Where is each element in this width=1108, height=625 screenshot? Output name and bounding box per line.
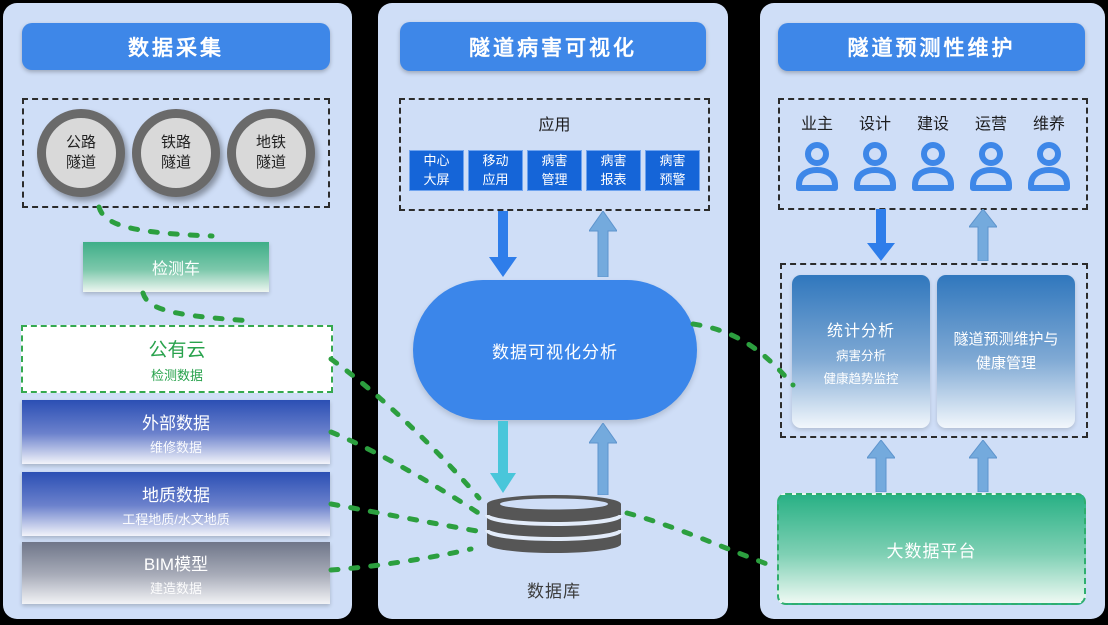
app-box-disease-management: 病害 管理 bbox=[527, 150, 582, 191]
app-label-line: 大屏 bbox=[423, 171, 450, 187]
big-data-platform-box: 大数据平台 bbox=[777, 493, 1086, 605]
arrow-up-analysis-to-apps-icon bbox=[589, 211, 617, 277]
inspection-vehicle-box: 检测车 bbox=[83, 242, 269, 292]
tunnel-label-line: 铁路 bbox=[160, 133, 191, 151]
role-label: 设计 bbox=[858, 116, 891, 133]
tunnel-sources-group: 公路 隧道 铁路 隧道 地铁 隧道 bbox=[22, 98, 330, 208]
person-icon bbox=[912, 142, 954, 191]
arrow-up-analysis-to-stakeholders-icon bbox=[969, 209, 997, 261]
tunnel-label-line: 公路 bbox=[65, 133, 96, 151]
tunnel-circles-row: 公路 隧道 铁路 隧道 地铁 隧道 bbox=[24, 100, 328, 206]
application-group: 应用 中心 大屏 移动 应用 病害 管理 病害 报表 bbox=[399, 98, 710, 211]
public-cloud-subtitle: 检测数据 bbox=[150, 367, 203, 383]
panel-predictive-maintenance: 隧道预测性维护 业主 设计 建设 bbox=[760, 3, 1105, 619]
public-cloud-box: 公有云 检测数据 bbox=[21, 325, 333, 393]
app-label-line: 应用 bbox=[482, 171, 509, 187]
app-box-center-screen: 中心 大屏 bbox=[409, 150, 464, 191]
panel-title-disease-visualization: 隧道病害可视化 bbox=[400, 22, 706, 71]
data-visualization-analysis-pill: 数据可视化分析 bbox=[413, 280, 697, 420]
app-box-mobile-app: 移动 应用 bbox=[468, 150, 523, 191]
box-title: BIM模型 bbox=[143, 554, 209, 574]
box-title: 地质数据 bbox=[142, 485, 210, 505]
arrow-up-platform-to-analysis-icon bbox=[867, 440, 895, 492]
arrow-down-apps-to-analysis-icon bbox=[489, 211, 517, 277]
app-label-line: 中心 bbox=[423, 153, 450, 169]
stat-line: 健康趋势监控 bbox=[823, 371, 899, 386]
stakeholder-maintenance: 维养 bbox=[1026, 110, 1072, 208]
role-label: 业主 bbox=[800, 116, 833, 133]
box-subtitle: 工程地质/水文地质 bbox=[122, 511, 230, 527]
tunnel-circle-metro: 地铁 隧道 bbox=[227, 109, 315, 197]
stakeholder-row: 业主 设计 建设 bbox=[780, 100, 1086, 208]
person-icon bbox=[1028, 142, 1070, 191]
box-subtitle: 维修数据 bbox=[149, 439, 202, 455]
stakeholder-operation: 运营 bbox=[968, 110, 1014, 208]
app-label-line: 病害 bbox=[600, 153, 627, 169]
tunnel-circle-road: 公路 隧道 bbox=[37, 109, 125, 197]
role-label: 建设 bbox=[916, 116, 949, 133]
app-label-line: 病害 bbox=[659, 153, 686, 169]
app-label-line: 病害 bbox=[541, 153, 568, 169]
arrow-up-database-to-analysis-icon bbox=[589, 423, 617, 495]
stakeholder-owner: 业主 bbox=[794, 110, 840, 208]
stat-line: 病害分析 bbox=[835, 348, 886, 363]
stat-title: 统计分析 bbox=[826, 322, 895, 340]
prediction-health-label: 隧道预测维护与健康管理 bbox=[953, 330, 1059, 372]
app-label-line: 移动 bbox=[482, 153, 509, 169]
arrow-down-stakeholders-to-analysis-icon bbox=[867, 209, 895, 261]
role-label: 运营 bbox=[974, 116, 1007, 133]
public-cloud-title: 公有云 bbox=[148, 339, 206, 361]
database-icon bbox=[485, 495, 623, 553]
geology-data-box: 地质数据 工程地质/水文地质 bbox=[22, 472, 330, 536]
person-icon bbox=[854, 142, 896, 191]
app-box-disease-report: 病害 报表 bbox=[586, 150, 641, 191]
tunnel-label-line: 隧道 bbox=[65, 154, 96, 171]
app-box-disease-warning: 病害 预警 bbox=[645, 150, 700, 191]
person-icon bbox=[796, 142, 838, 191]
panel-data-collection: 数据采集 公路 隧道 铁路 隧道 地铁 隧道 检测车 公有云 检测数据 bbox=[3, 3, 352, 619]
stakeholder-construction: 建设 bbox=[910, 110, 956, 208]
box-title: 外部数据 bbox=[142, 413, 210, 433]
panel-disease-visualization: 隧道病害可视化 应用 中心 大屏 移动 应用 病害 管理 病害 报表 bbox=[378, 3, 728, 619]
person-icon bbox=[970, 142, 1012, 191]
application-group-label: 应用 bbox=[538, 117, 571, 134]
database-label: 数据库 bbox=[527, 582, 581, 601]
box-subtitle: 建造数据 bbox=[149, 580, 202, 596]
tunnel-label-line: 隧道 bbox=[255, 154, 286, 171]
application-row: 中心 大屏 移动 应用 病害 管理 病害 报表 病害 预警 bbox=[401, 150, 708, 191]
app-label-line: 管理 bbox=[541, 171, 568, 187]
statistical-analysis-box: 统计分析 病害分析 健康趋势监控 bbox=[792, 275, 930, 428]
prediction-health-box: 隧道预测维护与健康管理 bbox=[937, 275, 1075, 428]
external-data-box: 外部数据 维修数据 bbox=[22, 400, 330, 464]
arrow-down-analysis-to-database-icon bbox=[490, 421, 516, 493]
stakeholder-design: 设计 bbox=[852, 110, 898, 208]
role-label: 维养 bbox=[1032, 116, 1065, 133]
bim-model-box: BIM模型 建造数据 bbox=[22, 542, 330, 604]
app-label-line: 报表 bbox=[600, 171, 627, 187]
stakeholders-group: 业主 设计 建设 bbox=[778, 98, 1088, 210]
tunnel-label-line: 隧道 bbox=[160, 154, 191, 171]
tunnel-circle-railway: 铁路 隧道 bbox=[132, 109, 220, 197]
panel-title-data-collection: 数据采集 bbox=[22, 23, 330, 70]
panel-title-predictive-maintenance: 隧道预测性维护 bbox=[778, 23, 1085, 71]
app-label-line: 预警 bbox=[659, 171, 686, 187]
tunnel-label-line: 地铁 bbox=[255, 133, 286, 151]
arrow-up-platform-to-prediction-icon bbox=[969, 440, 997, 492]
